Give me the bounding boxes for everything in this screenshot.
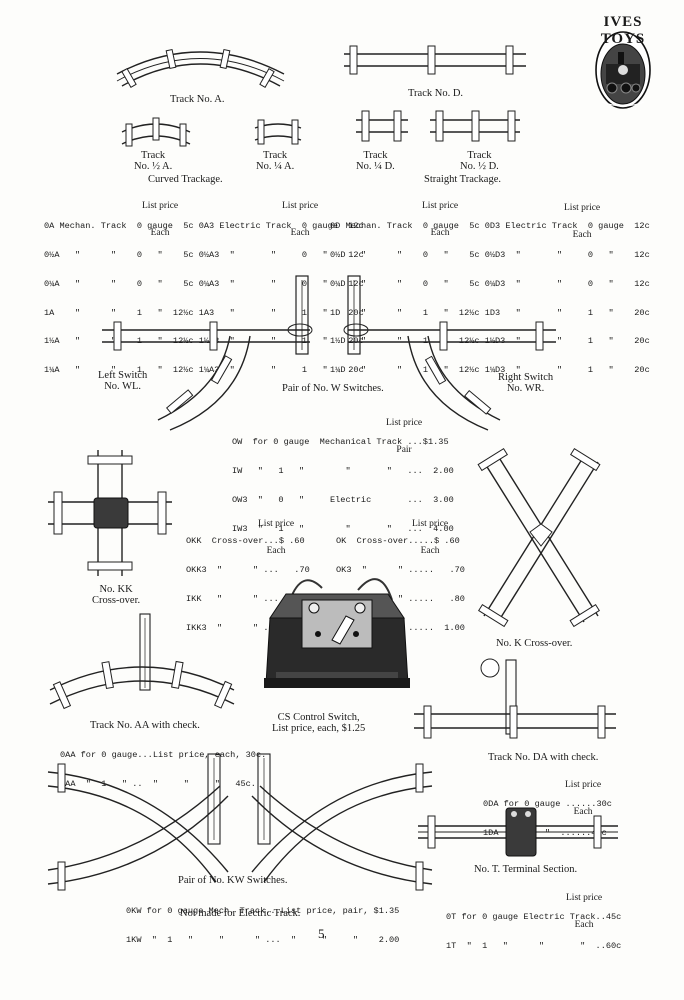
page-number: 5 xyxy=(318,926,325,941)
straight-price-head-2: List price Each xyxy=(564,203,601,240)
track-da-price-head: List price Each xyxy=(565,780,602,817)
table-row: OW3 " 0 " Electric ... 3.00 xyxy=(232,494,454,505)
curved-trackage-heading: Curved Trackage. xyxy=(148,174,223,185)
straight-trackage-heading: Straight Trackage. xyxy=(424,174,501,185)
table-row: 1A " " 1 " 12½c 1A3 " " 1 " 20c xyxy=(44,307,364,318)
switch-pair-caption: Pair of No. W Switches. xyxy=(282,383,384,394)
k-crossover-illustration xyxy=(477,447,601,628)
kw-price-table: 0KW for 0 gauge Mech. Track...List price… xyxy=(126,888,399,955)
track-aa-price-table: 0AA for 0 gauge...List price, each, 30c.… xyxy=(60,732,266,799)
straight-price-head-1: List price Each xyxy=(422,201,459,238)
table-row: 0½D " " 0 " 5c 0½D3 " " 0 " 12c xyxy=(330,249,650,260)
kk-caption: No. KK Cross-over. xyxy=(92,584,141,606)
curved-price-head-1: List price Each xyxy=(142,201,179,238)
track-d-caption: Track No. D. xyxy=(408,88,464,99)
terminal-price-head: List price Each xyxy=(566,893,603,930)
table-row: 1¼D " " 1 " 12½c 1¼D3 " " 1 " 20c xyxy=(330,365,650,376)
table-row: OW for 0 gauge Mechanical Track ...$1.35 xyxy=(232,437,449,448)
kk-crossover-illustration xyxy=(48,450,172,576)
table-row: OK3 " " ..... .70 xyxy=(336,564,465,575)
track-quarter-d-caption: Track No. ¼ D. xyxy=(356,150,395,172)
table-row: OKK Cross-over...$ .60 xyxy=(186,536,305,547)
track-half-d-caption: Track No. ½ D. xyxy=(460,150,499,172)
switch-price-table: OW for 0 gauge Mechanical Track ...$1.35… xyxy=(232,419,454,544)
track-a-caption: Track No. A. xyxy=(170,94,225,105)
k-price-head: List price Each xyxy=(412,519,449,556)
kw-note: Not made for Electric Track. xyxy=(180,908,301,919)
table-row: 0AA for 0 gauge...List price, each, 30c. xyxy=(60,750,267,761)
switch-wr-illustration xyxy=(343,275,556,431)
curved-trackage-table: 0A Mechan. Track 0 gauge 5c 0A3 Electric… xyxy=(44,203,364,385)
kw-switch-left-illustration xyxy=(47,753,229,891)
switch-wr-caption: Right Switch No. WR. xyxy=(498,372,554,394)
track-half-a-illustration xyxy=(121,117,191,147)
track-half-d-illustration xyxy=(430,110,520,142)
track-aa-illustration xyxy=(49,613,235,710)
terminal-caption: No. T. Terminal Section. xyxy=(474,864,578,875)
switch-price-head: List price Pair xyxy=(386,418,423,455)
straight-trackage-table: 0D Mechan. Track 0 gauge 5c 0D3 Electric… xyxy=(330,203,650,385)
table-row: 1¼A " " 1 " 12½c 1¼A3 " " 1 " 20c xyxy=(44,365,364,376)
table-row: 0A Mechan. Track 0 gauge 5c 0A3 Electric… xyxy=(44,221,364,232)
control-switch-caption: CS Control Switch, List price, each, $1.… xyxy=(272,712,366,734)
control-switch-illustration xyxy=(264,578,410,688)
kw-caption: Pair of No. KW Switches. xyxy=(178,875,288,886)
table-row: OKK3 " " ... .70 xyxy=(186,564,310,575)
table-row: 0D Mechan. Track 0 gauge 5c 0D3 Electric… xyxy=(330,221,650,232)
table-row: 0½A " " 0 " 5c 0½A3 " " 0 " 12c xyxy=(44,249,364,260)
table-row: 1D " " 1 " 12½c 1D3 " " 1 " 20c xyxy=(330,307,650,318)
kk-price-head: List price Each xyxy=(258,519,295,556)
track-a-illustration xyxy=(116,48,285,88)
terminal-section-illustration xyxy=(418,807,618,857)
table-row: 0DA for 0 gauge ......30c xyxy=(483,799,612,810)
table-row: 1T " 1 " " " ..60c xyxy=(446,940,622,951)
track-quarter-d-illustration xyxy=(356,110,408,142)
track-da-caption: Track No. DA with check. xyxy=(488,752,599,763)
table-row: 0¼A " " 0 " 5c 0¼A3 " " 0 " 12c xyxy=(44,278,364,289)
table-row: 1KW " 1 " " " ... " " " 2.00 xyxy=(126,934,400,945)
switch-wl-illustration xyxy=(102,275,313,431)
terminal-price-table: 0T for 0 gauge Electric Track..45c 1T " … xyxy=(446,894,621,961)
table-row: IW " 1 " " " ... 2.00 xyxy=(232,465,454,476)
track-half-a-caption: Track No. ½ A. xyxy=(134,150,173,172)
track-quarter-a-illustration xyxy=(254,119,302,145)
table-row: IW3 " 1 " " " ... 4.00 xyxy=(232,523,454,534)
table-row: 0KW for 0 gauge Mech. Track...List price… xyxy=(126,906,400,917)
track-quarter-a-caption: Track No. ¼ A. xyxy=(256,150,295,172)
ives-toys-logo: IVES TOYS xyxy=(582,12,664,112)
kw-switch-right-illustration xyxy=(251,753,433,891)
k-caption: No. K Cross-over. xyxy=(496,638,573,649)
logo-text: IVES TOYS xyxy=(600,14,646,47)
table-row: 0T for 0 gauge Electric Track..45c xyxy=(446,912,622,923)
switch-wl-caption: Left Switch No. WL. xyxy=(98,370,148,392)
track-aa-caption: Track No. AA with check. xyxy=(90,720,200,731)
track-d-illustration xyxy=(344,45,526,75)
table-row: OK Cross-over.....$ .60 xyxy=(336,536,460,547)
curved-price-head-2: List price Each xyxy=(282,201,319,238)
table-row: 0¼D " " 0 " 5c 0¼D3 " " 0 " 12c xyxy=(330,278,650,289)
track-da-illustration xyxy=(414,658,616,739)
